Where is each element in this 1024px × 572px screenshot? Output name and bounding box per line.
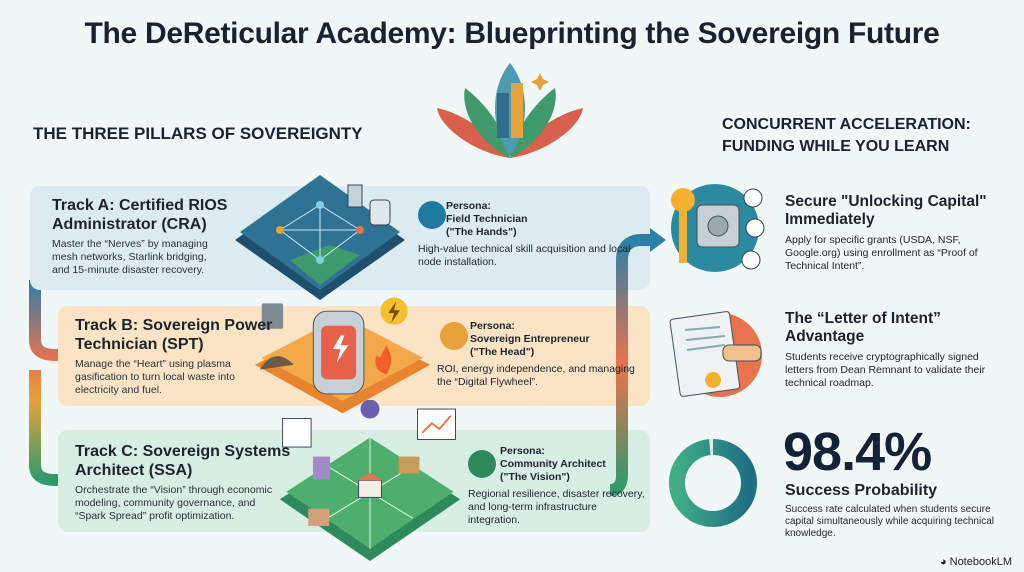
page-title: The DeReticular Academy: Blueprinting th… [84, 17, 940, 50]
persona-nickname: ("The Hands") [446, 226, 517, 238]
track-b-title: Track B: Sovereign Power Technician (SPT… [75, 317, 273, 353]
persona-b-heading: Persona:Sovereign Entrepreneur("The Head… [470, 320, 637, 359]
track-a-text: Track A: Certified RIOS Administrator (C… [52, 196, 267, 277]
funding-heading: CONCURRENT ACCELERATION: FUNDING WHILE Y… [722, 116, 971, 155]
track-c-desc: Orchestrate the “Vision” through economi… [75, 484, 273, 522]
track-a-desc: Master the “Nerves” by managing mesh net… [52, 238, 208, 276]
pillars-heading: THE THREE PILLARS OF SOVEREIGNTY [33, 124, 363, 143]
persona-b-desc: ROI, energy independence, and managing t… [437, 363, 635, 388]
track-c-title: Track C: Sovereign Systems Architect (SS… [75, 443, 291, 479]
letter-handshake-icon [669, 311, 762, 397]
persona-label: Persona: [446, 200, 491, 212]
persona-a: Persona:Field Technician("The Hands") Hi… [418, 200, 633, 269]
mesh-network-illustration [235, 175, 405, 300]
success-desc: Success rate calculated when students se… [785, 504, 994, 539]
donut-fill [669, 439, 757, 527]
persona-b: Persona:Sovereign Entrepreneur("The Head… [437, 320, 637, 389]
persona-a-desc: High-value technical skill acquisition a… [418, 243, 631, 268]
success-label: Success Probability [785, 482, 938, 499]
persona-name: Sovereign Entrepreneur [470, 333, 590, 345]
success-donut-chart [669, 439, 757, 527]
funding-item-2: The “Letter of Intent” Advantage Student… [785, 310, 1010, 390]
plasma-reactor-illustration [254, 297, 431, 414]
track-b-text: Track B: Sovereign Power Technician (SPT… [75, 316, 280, 397]
persona-label: Persona: [500, 445, 545, 457]
notebooklm-brand: ◕ NotebookLM [940, 556, 1012, 568]
track-c-text: Track C: Sovereign Systems Architect (SS… [75, 442, 315, 523]
funding-item-1: Secure "Unlocking Capital" Immediately A… [785, 193, 1010, 273]
persona-nickname: ("The Vision") [500, 471, 570, 483]
persona-name: Field Technician [446, 213, 528, 225]
persona-nickname: ("The Head") [470, 346, 535, 358]
persona-name: Community Architect [500, 458, 606, 470]
notebooklm-logo-icon: ◕ [939, 556, 950, 568]
community-architect-avatar-icon [468, 450, 496, 478]
persona-c-desc: Regional resilience, disaster recovery, … [468, 488, 645, 526]
funding-item-2-desc: Students receive cryptographically signe… [785, 351, 986, 389]
funding-item-1-title: Secure "Unlocking Capital" Immediately [785, 193, 987, 228]
flow-arrow-right [609, 228, 666, 496]
brand-name: NotebookLM [949, 556, 1012, 568]
key-safe-icon [671, 184, 765, 272]
community-grid-illustration [279, 400, 461, 562]
track-b-desc: Manage the “Heart” using plasma gasifica… [75, 358, 235, 396]
persona-c-heading: Persona:Community Architect("The Vision"… [500, 445, 646, 484]
funding-item-2-title: The “Letter of Intent” Advantage [785, 310, 941, 345]
track-a-title: Track A: Certified RIOS Administrator (C… [52, 197, 228, 233]
persona-label: Persona: [470, 320, 515, 332]
entrepreneur-avatar-icon [440, 322, 468, 350]
field-technician-avatar-icon [418, 201, 446, 229]
success-stat: 98.4% Success Probability Success rate c… [783, 424, 1018, 540]
funding-item-1-desc: Apply for specific grants (USDA, NSF, Go… [785, 234, 978, 272]
persona-a-heading: Persona:Field Technician("The Hands") [446, 200, 633, 239]
lotus-logo-icon [437, 63, 583, 158]
persona-c: Persona:Community Architect("The Vision"… [468, 445, 646, 527]
success-percentage: 98.4% [783, 422, 932, 482]
